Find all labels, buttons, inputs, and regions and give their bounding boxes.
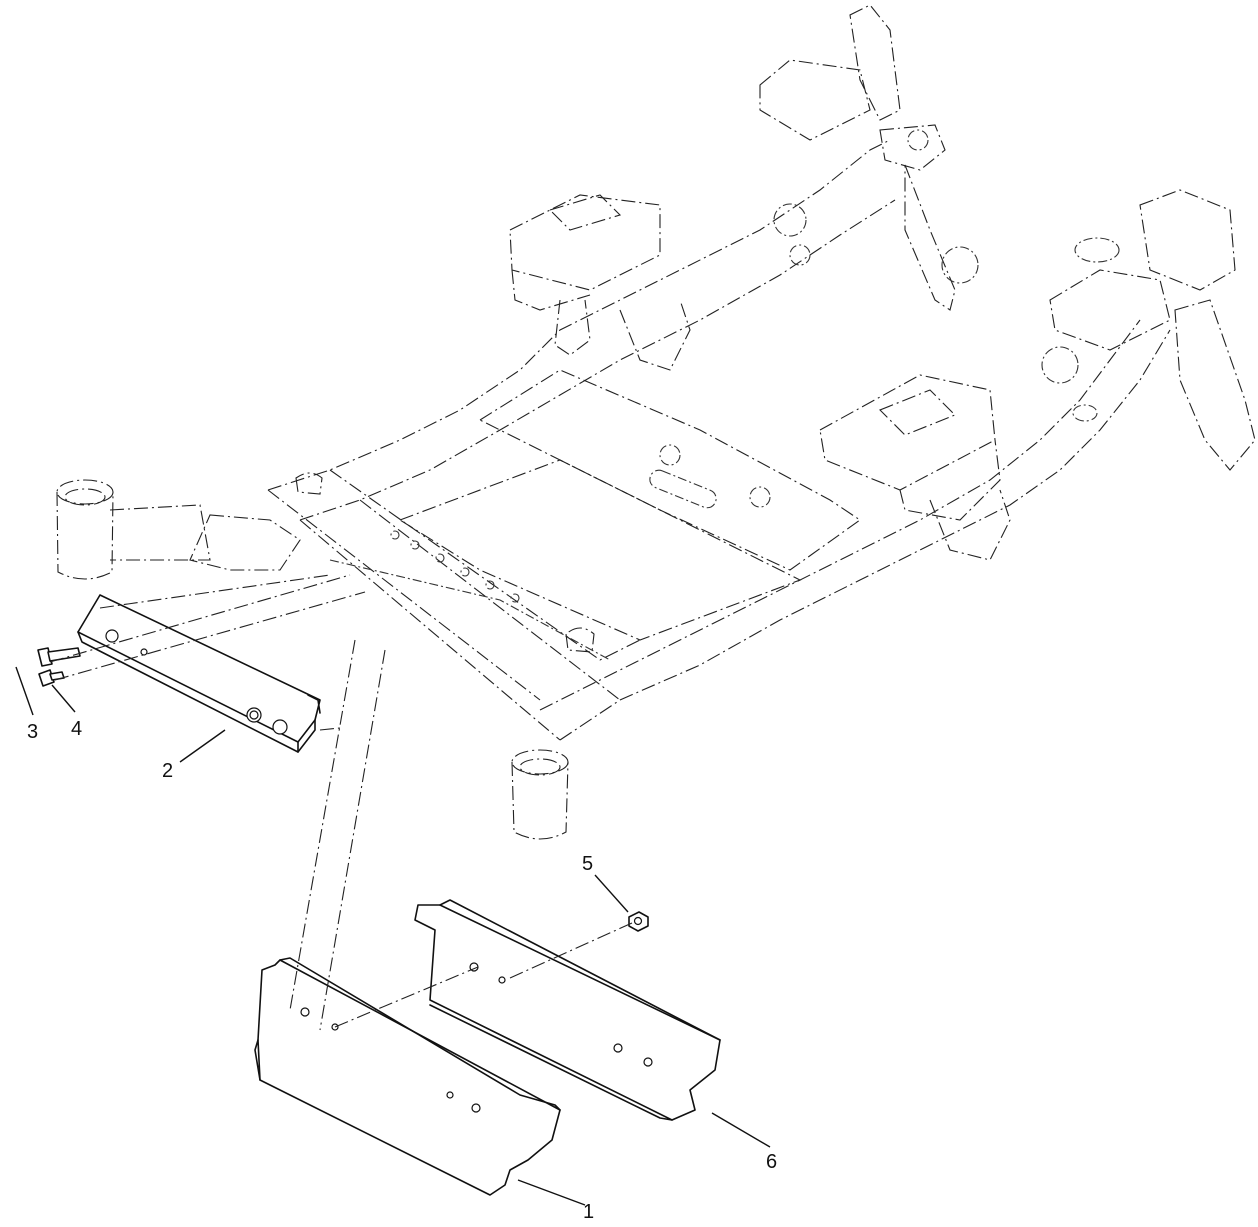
part-3-bolt <box>37 647 81 667</box>
callout-leader-6 <box>711 1112 771 1148</box>
callout-leader-3 <box>15 666 34 716</box>
callout-label-3: 3 <box>27 721 38 743</box>
callouts: 3 4 2 5 6 1 <box>15 666 777 1223</box>
callout-label-2: 2 <box>162 760 173 782</box>
assembly-lines <box>49 574 633 1031</box>
part-2-front-plate <box>77 594 321 753</box>
callout-label-5: 5 <box>582 853 593 875</box>
callout-leader-1 <box>517 1179 586 1206</box>
part-5-nut <box>628 911 649 932</box>
part-1-lower-plate <box>254 957 561 1196</box>
callout-leader-4 <box>51 684 76 713</box>
part-6-upper-plate <box>414 899 721 1121</box>
callout-label-6: 6 <box>766 1151 777 1173</box>
callout-label-1: 1 <box>583 1201 594 1223</box>
callout-leader-5 <box>594 874 629 913</box>
callout-leader-2 <box>179 729 226 763</box>
callout-label-4: 4 <box>71 718 82 740</box>
mower-frame <box>56 4 1256 840</box>
